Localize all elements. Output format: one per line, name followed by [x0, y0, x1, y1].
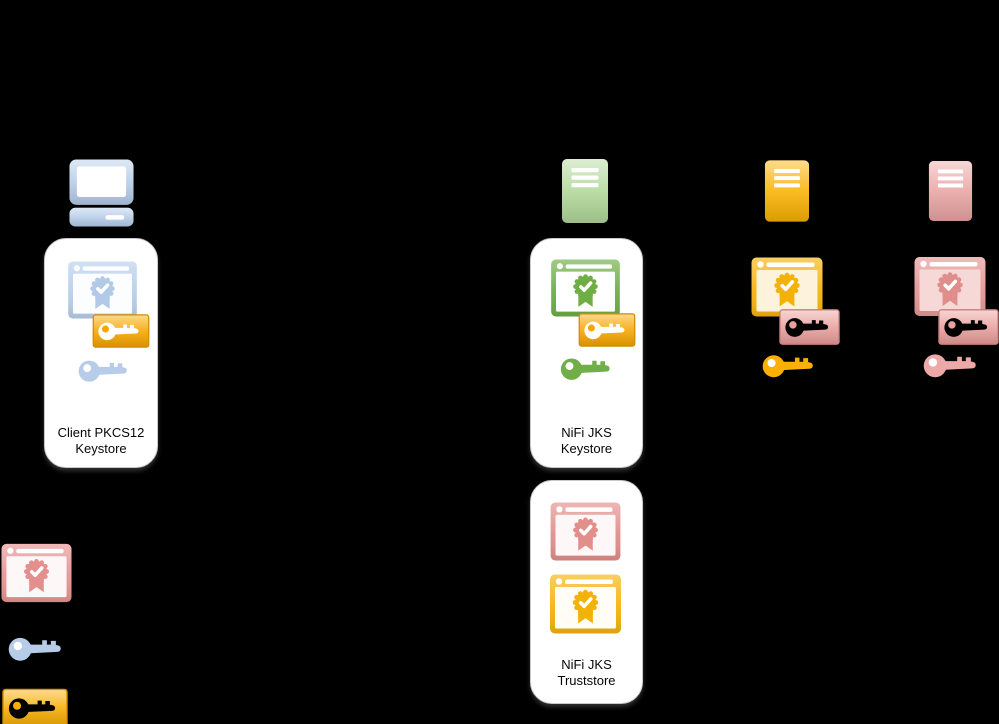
client-keystore-box: Client PKCS12 Keystore [44, 238, 158, 468]
nifi-truststore-label: NiFi JKS Truststore [557, 657, 616, 688]
nifi-keystore-box: NiFi JKS Keystore [530, 238, 643, 468]
nifi-certificate-icon [550, 259, 621, 317]
pink-private-key-icon [923, 349, 977, 379]
legend-blue-key-icon [8, 632, 62, 663]
nifi-application-book-icon [561, 158, 609, 224]
nifi-private-key-icon [560, 354, 611, 381]
nifi-keystore-label: NiFi JKS Keystore [560, 425, 613, 456]
pink-application-book-icon [928, 158, 973, 224]
client-certificate-icon [67, 261, 138, 319]
client-private-key-icon [78, 356, 128, 383]
orange-group-encrypted-key-card-icon [779, 308, 840, 346]
nifi-truststore-box: NiFi JKS Truststore [530, 480, 643, 704]
client-keystore-label: Client PKCS12 Keystore [57, 425, 145, 456]
orange-private-key-icon [762, 350, 814, 379]
truststore-gold-certificate-icon [549, 574, 622, 634]
legend-gold-keycard-icon [2, 688, 68, 724]
client-encrypted-key-card-icon [91, 314, 151, 348]
nifi-encrypted-key-card-icon [577, 313, 637, 347]
client-computer-icon [68, 158, 135, 228]
legend-pink-certificate-icon [1, 542, 72, 604]
orange-application-book-icon [764, 158, 810, 224]
truststore-pink-certificate-icon [549, 502, 622, 561]
pink-group-encrypted-key-card-icon [938, 308, 999, 346]
